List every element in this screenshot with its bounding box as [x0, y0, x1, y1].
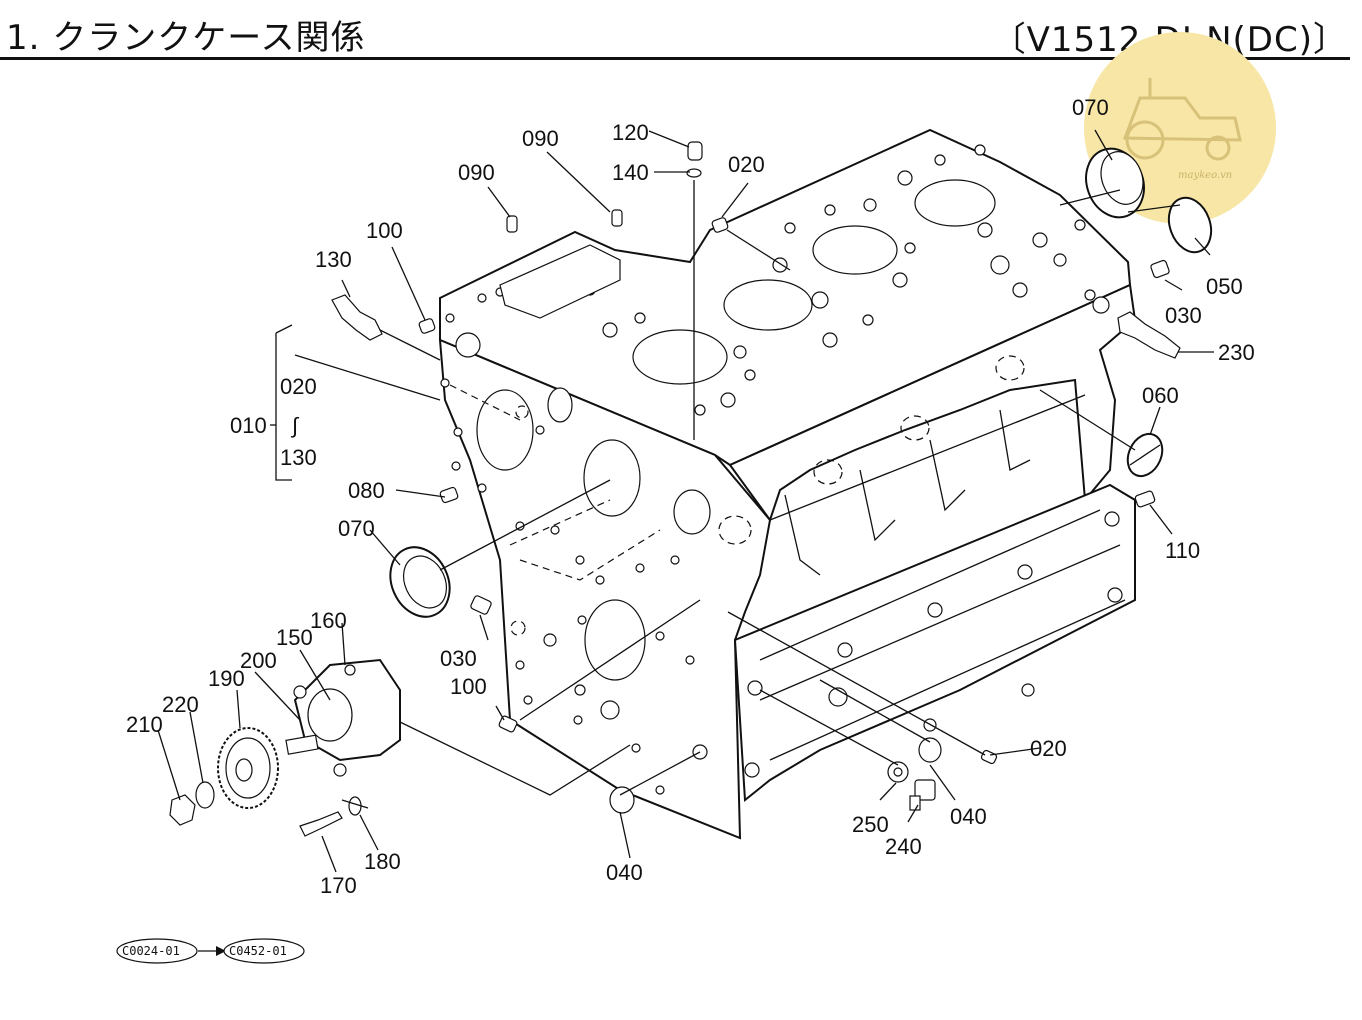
callout-250: 250 — [852, 812, 889, 837]
page-title: 1. クランクケース関係 — [6, 18, 366, 58]
callout-110: 110 — [1165, 538, 1200, 563]
block-right-side — [728, 283, 1137, 523]
tractor-icon — [1122, 78, 1242, 161]
callout-030-right: 030 — [1165, 303, 1202, 328]
crankcase-block — [438, 128, 1137, 840]
callout-210: 210 — [126, 712, 163, 737]
cylinder-bores — [632, 179, 996, 385]
small-pins — [418, 141, 1170, 814]
reference-chain: C0024-01 C0452-01 — [116, 938, 305, 964]
part-230-sensor — [1117, 311, 1181, 359]
callout-group-end: 130 — [280, 445, 317, 470]
callout-050: 050 — [1206, 274, 1243, 299]
part-180-washer — [348, 796, 362, 816]
front-cover-recess — [499, 244, 621, 319]
callout-090-b: 090 — [458, 160, 495, 185]
callout-150: 150 — [276, 625, 313, 650]
part-190-gear — [217, 727, 279, 809]
callout-080: 080 — [348, 478, 385, 503]
callout-100-bottom: 100 — [450, 674, 487, 699]
part-070-seal-left — [389, 546, 451, 618]
callout-090-a: 090 — [522, 126, 559, 151]
part-050-plug — [1167, 196, 1213, 254]
header-rule — [0, 57, 1350, 60]
callout-220: 220 — [162, 692, 199, 717]
callout-group-start: 020 — [280, 374, 317, 399]
part-060-seal — [1126, 432, 1164, 478]
ref-bubble-a — [116, 938, 198, 964]
oil-pump-assembly — [285, 658, 401, 777]
ref-label-a: C0024-01 — [122, 944, 180, 958]
part-220-washer — [195, 781, 215, 809]
callout-020-top: 020 — [728, 152, 765, 177]
callout-070-top: 070 — [1072, 95, 1109, 120]
callout-group-tilde: ∫ — [290, 413, 300, 438]
ref-bubble-b — [223, 938, 305, 964]
callout-170: 170 — [320, 873, 357, 898]
callout-070-left: 070 — [338, 516, 375, 541]
callout-160: 160 — [310, 608, 347, 633]
callout-030-left: 030 — [440, 646, 477, 671]
hidden-lines — [449, 355, 1025, 636]
arrow-icon — [216, 946, 226, 956]
callout-100-top: 100 — [366, 218, 403, 243]
callout-040-right: 040 — [950, 804, 987, 829]
callout-140: 140 — [612, 160, 649, 185]
callout-labels: 070 050 030 230 060 110 120 140 090 090 … — [126, 95, 1255, 898]
oil-pan-flange — [733, 483, 1136, 802]
part-070-seal-top — [1085, 147, 1145, 219]
callout-200: 200 — [240, 648, 277, 673]
flange-bosses — [744, 511, 1123, 778]
callout-180: 180 — [364, 849, 401, 874]
part-130-sensor — [331, 294, 383, 341]
callout-060: 060 — [1142, 383, 1179, 408]
ref-label-b: C0452-01 — [229, 944, 287, 958]
callout-120: 120 — [612, 120, 649, 145]
callout-190: 190 — [208, 666, 245, 691]
watermark-text: maykeo.vn — [1178, 170, 1232, 181]
callout-group-from: 010 — [230, 413, 267, 438]
part-170-bolt — [299, 811, 343, 837]
leader-lines — [157, 129, 1214, 873]
callout-240: 240 — [885, 834, 922, 859]
part-210-nut — [169, 794, 196, 826]
callout-020-right: 020 — [1030, 736, 1067, 761]
front-face-holes — [440, 313, 711, 795]
callout-040-bottom: 040 — [606, 860, 643, 885]
callout-130: 130 — [315, 247, 352, 272]
side-ribs — [769, 394, 1086, 576]
callout-230: 230 — [1218, 340, 1255, 365]
